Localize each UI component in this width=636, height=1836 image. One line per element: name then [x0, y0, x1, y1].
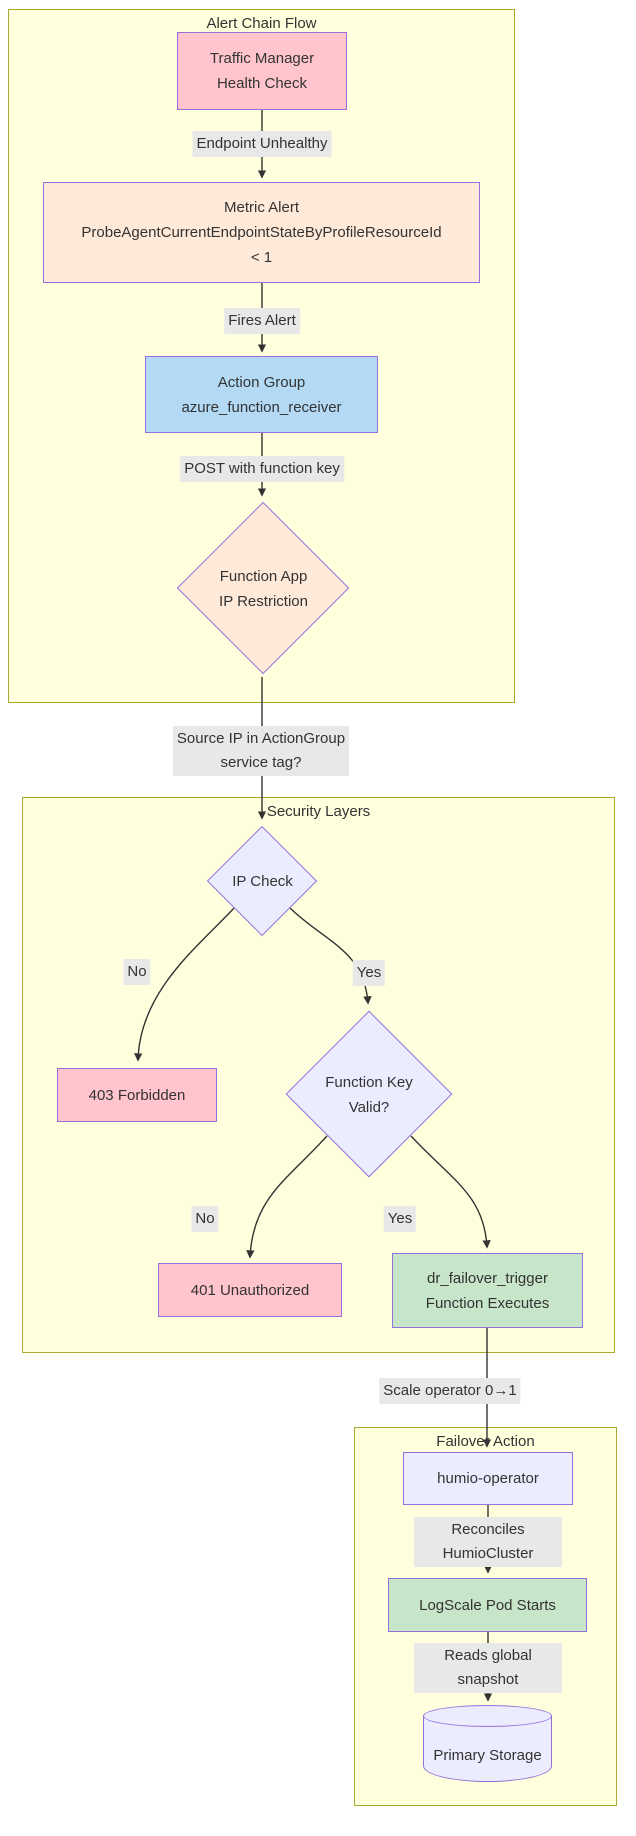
node-function-app-ip-restriction: Function App IP Restriction [176, 500, 350, 677]
node-logscale-pod-starts: LogScale Pod Starts [388, 1578, 587, 1632]
edge-label-fires-alert: Fires Alert [224, 308, 300, 334]
node-403-forbidden: 403 Forbidden [57, 1068, 217, 1122]
edge-funckey-yes [410, 1135, 491, 1249]
node-action-group: Action Group azure_function_receiver [145, 356, 378, 433]
edge-label-ip-check-yes: Yes [352, 960, 386, 986]
edge-label-function-key-yes: Yes [383, 1206, 417, 1232]
node-metric-alert: Metric Alert ProbeAgentCurrentEndpointSt… [43, 182, 480, 283]
node-primary-storage: Primary Storage [423, 1705, 552, 1782]
cylinder-label: Primary Storage [433, 1747, 542, 1764]
subgraph-title-alert-chain-flow: Alert Chain Flow [206, 15, 317, 32]
node-function-key-valid: Function Key Valid? [285, 1010, 453, 1178]
diamond-label: Function Key Valid? [325, 1073, 413, 1116]
node-humio-operator: humio-operator [403, 1452, 573, 1505]
subgraph-title-security-layers: Security Layers [266, 803, 371, 820]
node-traffic-manager-health-check: Traffic Manager Health Check [177, 32, 347, 110]
edge-label-function-key-no: No [191, 1206, 219, 1232]
edge-ipcheck-no [133, 907, 235, 1062]
node-dr-failover-trigger: dr_failover_trigger Function Executes [392, 1253, 583, 1328]
edge-label-reconciles-humiocluster: Reconciles HumioCluster [414, 1517, 562, 1567]
diamond-label: Function App IP Restriction [219, 567, 308, 610]
edge-label-reads-global-snapshot: Reads global snapshot [414, 1643, 562, 1693]
cylinder-top-ellipse [423, 1705, 552, 1727]
edge-label-endpoint-unhealthy: Endpoint Unhealthy [192, 131, 332, 157]
node-ip-check: IP Check [206, 825, 318, 937]
edge-funckey-no [246, 1135, 328, 1259]
edge-label-post-with-function-key: POST with function key [180, 456, 344, 482]
edge-label-scale-operator: Scale operator 0→1 [379, 1378, 521, 1404]
edge-ipcheck-yes [289, 907, 372, 1005]
diamond-label: IP Check [232, 872, 293, 890]
edge-label-ip-check-no: No [123, 959, 151, 985]
node-401-unauthorized: 401 Unauthorized [158, 1263, 342, 1317]
edge-label-source-ip-service-tag: Source IP in ActionGroup service tag? [172, 726, 350, 776]
